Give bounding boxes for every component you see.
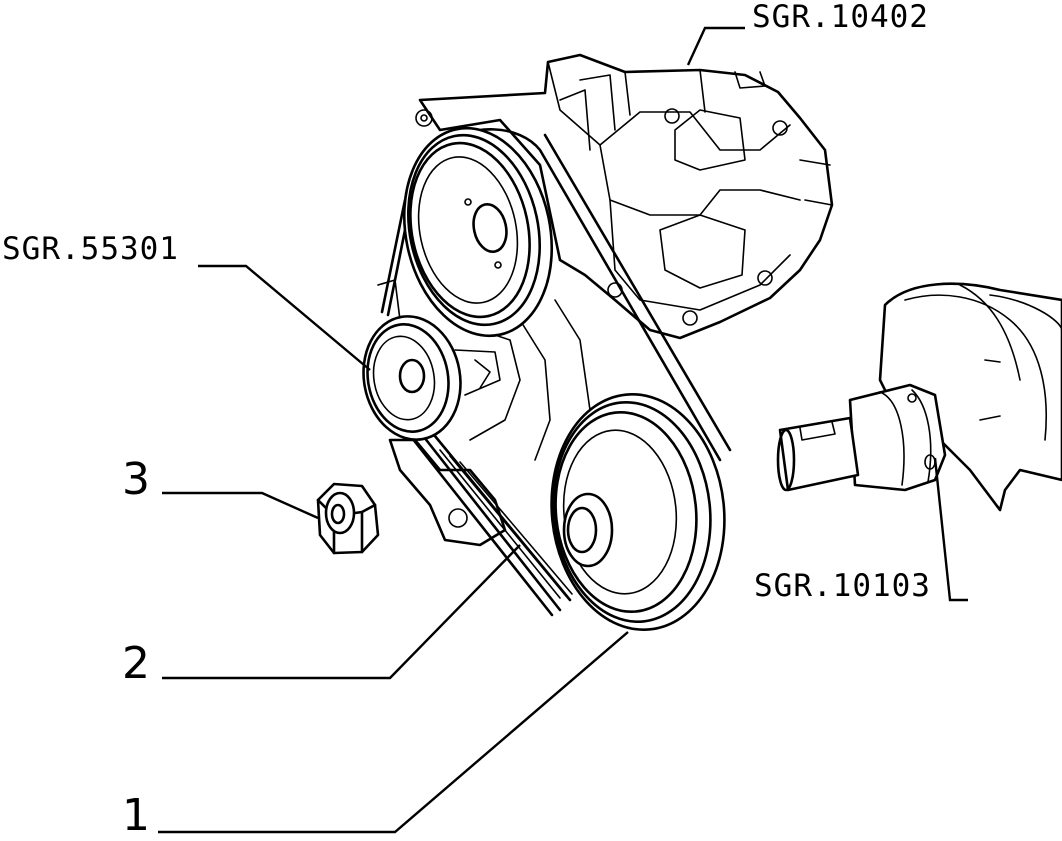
crankshaft xyxy=(776,282,1062,512)
reference-label-tensioner: SGR.55301 xyxy=(2,231,179,267)
item-number-1: 1 xyxy=(122,790,150,841)
tensioner-pulley xyxy=(362,315,501,441)
pulley-nut xyxy=(316,482,380,555)
leader-line-item-1 xyxy=(158,631,629,834)
leader-line-item-3 xyxy=(162,491,319,520)
water-pump-pulley xyxy=(402,126,554,338)
leader-line-sgr-55301 xyxy=(198,264,371,371)
water-pump-housing xyxy=(415,53,834,340)
leader-line-sgr-10103 xyxy=(933,457,968,602)
leader-line-item-2 xyxy=(162,544,521,680)
reference-label-crankshaft: SGR.10103 xyxy=(754,568,931,604)
reference-label-water-pump: SGR.10402 xyxy=(752,0,929,35)
item-number-3: 3 xyxy=(122,454,150,505)
item-number-2: 2 xyxy=(122,638,150,689)
crankshaft-pulley xyxy=(550,393,726,631)
leader-line-sgr-10402 xyxy=(686,26,745,66)
